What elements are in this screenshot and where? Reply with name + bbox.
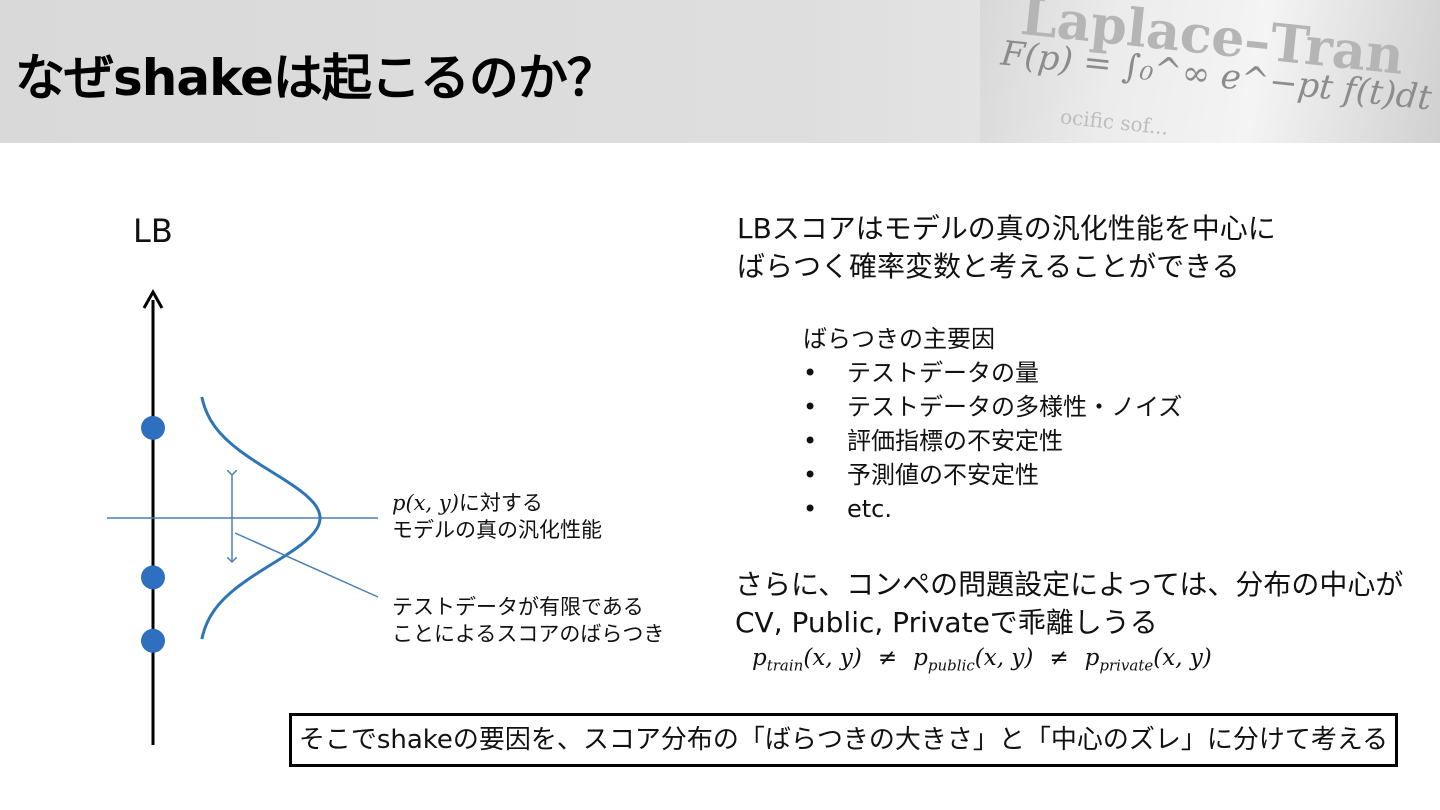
formula-args: (x, y) — [803, 645, 862, 671]
lb-points — [141, 415, 165, 653]
main-statement-line2: ばらつく確率変数と考えることができる — [737, 250, 1240, 283]
main-statement-line1: LBスコアはモデルの真の汎化性能を中心に — [737, 212, 1276, 245]
formula-sub-private: private — [1099, 656, 1154, 675]
list-item: • etc. — [803, 492, 1182, 526]
formula-p: p — [913, 645, 928, 671]
formula-sub-train: train — [766, 656, 804, 675]
list-item: • テストデータの量 — [803, 356, 1182, 390]
lb-point-1 — [141, 415, 165, 440]
factors-heading: ばらつきの主要因 — [803, 325, 995, 353]
axis-label-lb: LB — [133, 212, 173, 250]
formula-args: (x, y) — [974, 645, 1034, 671]
variance-factors: ばらつきの主要因 • テストデータの量 • テストデータの多様性・ノイズ • 評価指標… — [803, 322, 1182, 526]
list-item: • テストデータの多様性・ノイズ — [803, 390, 1182, 424]
slide-title: なぜshakeは起こるのか？ — [15, 49, 617, 107]
lb-point-3 — [141, 628, 165, 653]
formula-neq: ≠ — [1049, 645, 1069, 671]
formula-neq: ≠ — [877, 645, 898, 671]
annotation-spread: テストデータが有限である ことによるスコアのばらつき — [392, 594, 664, 648]
annotation-true-math: p(x, y) — [392, 491, 459, 515]
annotation-spread-line2: ことによるスコアのばらつき — [392, 622, 665, 646]
annotation-true-line1: に対する — [458, 491, 543, 515]
score-distribution-curve — [200, 396, 322, 640]
annotation-spread-line1: テストデータが有限である — [392, 595, 644, 619]
factor-label: etc. — [847, 495, 892, 523]
formula-p: p — [1084, 645, 1100, 671]
bullet-icon: • — [803, 359, 818, 387]
factor-label: テストデータの量 — [847, 359, 1039, 387]
main-statement: LBスコアはモデルの真の汎化性能を中心に ばらつく確率変数と考えることができる — [737, 210, 1276, 286]
bullet-icon: • — [803, 427, 818, 455]
distribution-shift-statement: さらに、コンペの問題設定によっては、分布の中心が CV, Public, Pri… — [735, 566, 1403, 642]
formula-args: (x, y) — [1153, 645, 1212, 671]
formula-sub-public: public — [927, 656, 975, 675]
header-image-text-3: ocific sof... — [1059, 104, 1170, 140]
bullet-icon: • — [803, 495, 818, 523]
lb-distribution-diagram — [107, 288, 379, 745]
factor-label: 評価指標の不安定性 — [847, 427, 1063, 455]
list-item: • 予測値の不安定性 — [803, 458, 1182, 492]
list-item: • 評価指標の不安定性 — [803, 424, 1182, 458]
distribution-inequality: ptrain(x, y)≠ppublic(x, y)≠pprivate(x, y… — [752, 645, 1212, 675]
lb-axis-arrowhead — [142, 288, 164, 309]
spread-pointer-line — [234, 532, 379, 598]
factor-label: テストデータの多様性・ノイズ — [847, 393, 1183, 421]
factor-label: 予測値の不安定性 — [847, 461, 1039, 489]
header-formula-image: Laplace–Tran F(p) = ∫₀^∞ e^−pt f(t)dt oc… — [980, 0, 1440, 143]
lb-point-2 — [141, 565, 165, 590]
bullet-icon: • — [803, 393, 818, 421]
formula-p: p — [752, 645, 767, 671]
annotation-true-performance: p(x, y)に対する モデルの真の汎化性能 — [392, 490, 602, 544]
summary-box: そこでshakeの要因を、スコア分布の「ばらつきの大きさ」と「中心のズレ」に分け… — [289, 713, 1398, 767]
annotation-true-line2: モデルの真の汎化性能 — [392, 518, 602, 542]
shift-statement-line1: さらに、コンペの問題設定によっては、分布の中心が — [735, 568, 1404, 601]
factors-list: • テストデータの量 • テストデータの多様性・ノイズ • 評価指標の不安定性 • 予測… — [803, 356, 1182, 526]
bullet-icon: • — [803, 461, 818, 489]
shift-statement-line2: CV, Public, Privateで乖離しうる — [735, 606, 1158, 639]
